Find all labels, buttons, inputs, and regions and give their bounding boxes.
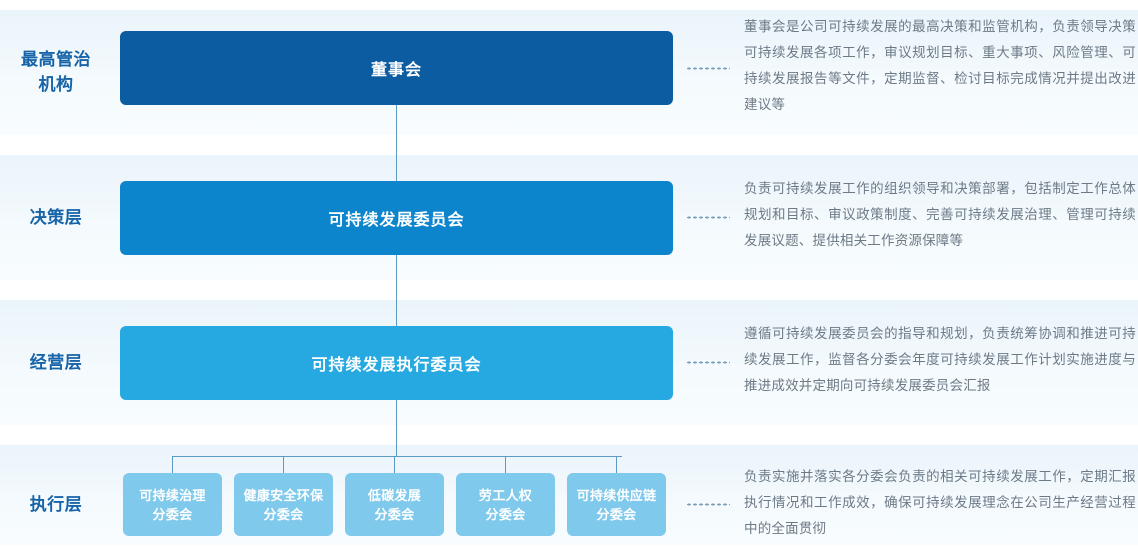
node-subcommittee-health-safety-environment-line2: 分委会 xyxy=(263,506,304,522)
node-subcommittee-sustainable-governance[interactable]: 可持续治理 分委会 xyxy=(123,473,222,536)
connector-committee-to-exec xyxy=(396,255,397,326)
node-subcommittee-sustainable-supply-chain[interactable]: 可持续供应链 分委会 xyxy=(567,473,666,536)
tier-label-decision: 决策层 xyxy=(0,205,112,230)
node-subcommittee-low-carbon-development-line1: 低碳发展 xyxy=(367,487,422,503)
connector-drop-4 xyxy=(505,456,506,473)
node-sustainability-executive-committee-label: 可持续发展执行委员会 xyxy=(311,357,482,374)
connector-board-to-committee xyxy=(396,105,397,181)
tier-label-execution-line1: 执行层 xyxy=(29,495,83,514)
description-management: 遵循可持续发展委员会的指导和规划，负责统筹协调和推进可持续发展工作，监督各分委会… xyxy=(744,326,1136,393)
tier-label-governance-line2: 机构 xyxy=(38,75,74,94)
node-sustainability-executive-committee[interactable]: 可持续发展执行委员会 xyxy=(120,326,673,400)
dotted-leader-management xyxy=(686,361,730,364)
dotted-leader-governance xyxy=(686,67,730,70)
node-subcommittee-health-safety-environment[interactable]: 健康安全环保 分委会 xyxy=(234,473,333,536)
node-subcommittee-sustainable-governance-line2: 分委会 xyxy=(152,506,193,522)
tier-label-decision-line1: 决策层 xyxy=(29,208,83,227)
node-sustainability-committee[interactable]: 可持续发展委员会 xyxy=(120,181,673,255)
node-sustainability-committee-label: 可持续发展委员会 xyxy=(328,212,465,229)
connector-exec-to-bus xyxy=(396,400,397,456)
tier-label-execution: 执行层 xyxy=(0,492,112,517)
node-board-of-directors[interactable]: 董事会 xyxy=(120,31,673,105)
node-subcommittee-health-safety-environment-line1: 健康安全环保 xyxy=(243,487,324,503)
connector-drop-3 xyxy=(394,456,395,473)
tier-label-management: 经营层 xyxy=(0,350,112,375)
node-subcommittee-low-carbon-development[interactable]: 低碳发展 分委会 xyxy=(345,473,444,536)
description-decision: 负责可持续发展工作的组织领导和决策部署，包括制定工作总体规划和目标、审议政策制度… xyxy=(744,181,1136,248)
description-execution: 负责实施并落实各分委会负责的相关可持续发展工作，定期汇报执行情况和工作成效，确保… xyxy=(744,469,1136,536)
node-subcommittee-labor-human-rights-line1: 劳工人权 xyxy=(478,487,533,503)
dotted-leader-decision xyxy=(686,216,730,219)
tier-label-governance-line1: 最高管治 xyxy=(21,50,91,69)
tier-label-management-line1: 经营层 xyxy=(29,353,83,372)
tier-label-governance: 最高管治 机构 xyxy=(0,47,112,97)
node-subcommittee-sustainable-governance-line1: 可持续治理 xyxy=(139,487,206,503)
connector-drop-5 xyxy=(616,456,617,473)
connector-drop-1 xyxy=(172,456,173,473)
node-subcommittee-sustainable-supply-chain-line1: 可持续供应链 xyxy=(576,487,657,503)
description-governance: 董事会是公司可持续发展的最高决策和监管机构，负责领导决策可持续发展各项工作，审议… xyxy=(744,19,1136,112)
dotted-leader-execution xyxy=(686,503,730,506)
node-subcommittee-labor-human-rights-line2: 分委会 xyxy=(485,506,526,522)
node-board-of-directors-label: 董事会 xyxy=(370,62,422,79)
node-subcommittee-sustainable-supply-chain-line2: 分委会 xyxy=(596,506,637,522)
connector-bus-bar xyxy=(172,456,622,457)
node-subcommittee-labor-human-rights[interactable]: 劳工人权 分委会 xyxy=(456,473,555,536)
connector-drop-2 xyxy=(283,456,284,473)
node-subcommittee-low-carbon-development-line2: 分委会 xyxy=(374,506,415,522)
